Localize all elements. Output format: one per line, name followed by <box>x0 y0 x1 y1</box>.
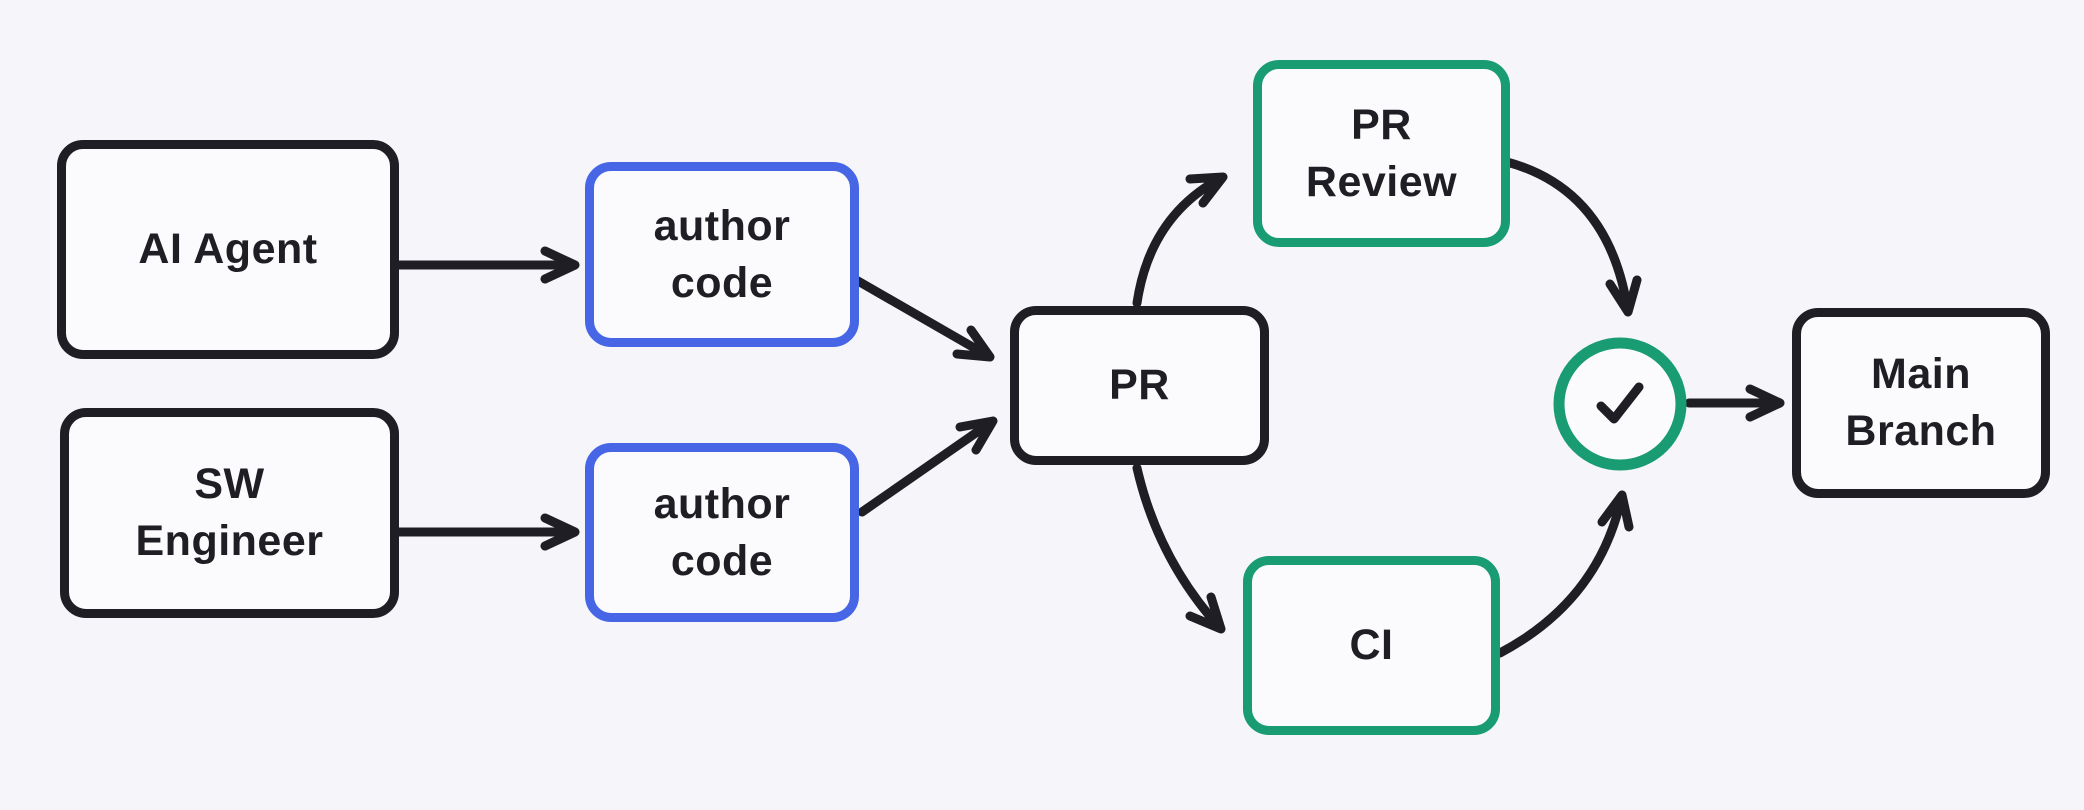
node-ci: CI <box>1243 556 1500 735</box>
checkmark-icon <box>1596 382 1644 424</box>
node-main-branch-line2: Branch <box>1845 407 1997 455</box>
node-pr-review-line1: PR <box>1351 100 1412 149</box>
node-author-code-bottom-line2: code <box>670 536 774 585</box>
node-author-code-top-line1: author <box>653 201 791 250</box>
node-sw-engineer-line2: Engineer <box>135 517 324 565</box>
node-pr-review: PR Review <box>1253 60 1510 247</box>
edge-checks-to-main-branch <box>1684 384 1785 422</box>
node-checks-passed <box>1553 337 1687 471</box>
node-pr-review-line2: Review <box>1305 157 1458 206</box>
node-sw-engineer: SW Engineer <box>60 408 399 618</box>
edge-sw-engineer-to-author-code <box>394 513 580 551</box>
edge-pr-to-pr-review <box>1132 172 1228 308</box>
checks-passed-circle <box>1553 337 1687 471</box>
node-ci-label: CI <box>1349 621 1394 669</box>
edge-pr-review-to-checks <box>1502 157 1642 317</box>
edge-author-code-top-to-pr <box>853 276 995 362</box>
node-ai-agent: AI Agent <box>57 140 399 359</box>
edge-ci-to-checks <box>1495 490 1634 658</box>
node-main-branch-line1: Main <box>1871 350 1971 398</box>
node-author-code-top: author code <box>585 162 859 347</box>
edge-author-code-bottom-to-pr <box>857 416 998 517</box>
node-main-branch: Main Branch <box>1792 308 2050 498</box>
node-author-code-bottom: author code <box>585 443 859 622</box>
edge-pr-to-ci <box>1132 463 1226 634</box>
node-author-code-bottom-line1: author <box>653 479 791 528</box>
edge-ai-agent-to-author-code <box>394 246 580 284</box>
node-pr: PR <box>1010 306 1269 465</box>
node-ai-agent-label: AI Agent <box>138 225 318 273</box>
node-sw-engineer-line1: SW <box>194 460 265 508</box>
node-pr-label: PR <box>1109 361 1170 409</box>
node-author-code-top-line2: code <box>670 258 774 307</box>
